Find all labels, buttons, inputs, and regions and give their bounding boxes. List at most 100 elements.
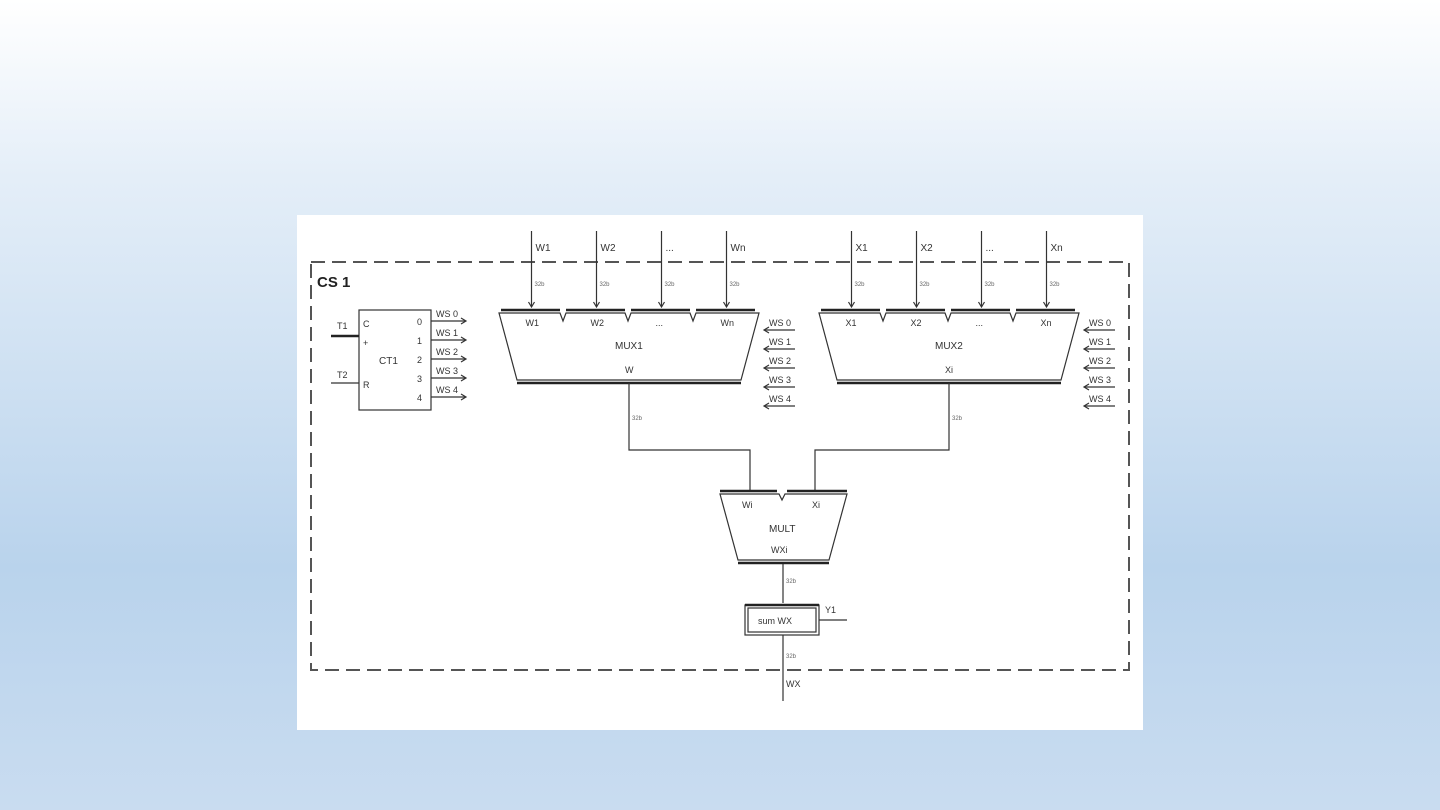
counter-ct1: CT1 C + R T1 T2 bbox=[331, 309, 432, 411]
mux1-select-arrow-1 bbox=[762, 345, 770, 353]
mux1-input-width-3: 32b bbox=[730, 282, 741, 288]
counter-output-signal-4: WS 4 bbox=[436, 385, 458, 395]
mux1-slot-label-2: ... bbox=[656, 318, 664, 328]
counter-output-signal-1: WS 1 bbox=[436, 328, 458, 338]
cs1-frame bbox=[310, 261, 1130, 671]
counter-input-plus: + bbox=[363, 338, 368, 348]
mux2-select-arrow-3 bbox=[1082, 383, 1090, 391]
mux2-slot-label-0: X1 bbox=[846, 318, 857, 328]
mux1-select-arrow-2 bbox=[762, 364, 770, 372]
mult-in-b: Xi bbox=[812, 500, 820, 510]
counter-output-signal-2: WS 2 bbox=[436, 347, 458, 357]
counter-name: CT1 bbox=[379, 356, 398, 367]
mux2-shape bbox=[818, 312, 1080, 381]
mux2-input-width-0: 32b bbox=[855, 282, 866, 288]
counter-output-0: 0 bbox=[417, 317, 422, 327]
bus-width-mux1-out: 32b bbox=[632, 416, 643, 422]
wire-mux2-to-mult bbox=[814, 383, 950, 490]
mux2-select-label-4: WS 4 bbox=[1089, 394, 1111, 404]
acc-control-label: Y1 bbox=[825, 605, 836, 615]
mux1-select-arrow-3 bbox=[762, 383, 770, 391]
mux1-input-label-0: W1 bbox=[536, 243, 551, 254]
mux2-input-width-2: 32b bbox=[985, 282, 996, 288]
reset-label: T2 bbox=[337, 370, 348, 380]
mux1-input-arrow-2 bbox=[657, 301, 666, 309]
mux1-output-label: W bbox=[625, 365, 634, 375]
mux1-input-arrow-1 bbox=[592, 301, 601, 309]
mux1-name: MUX1 bbox=[615, 341, 643, 352]
clk-label: T1 bbox=[337, 321, 348, 331]
counter-output-arrow-2 bbox=[460, 355, 468, 363]
mux2-slot-label-1: X2 bbox=[911, 318, 922, 328]
mux1-select-label-4: WS 4 bbox=[769, 394, 791, 404]
counter-output-arrow-3 bbox=[460, 374, 468, 382]
frame-label: CS 1 bbox=[317, 274, 350, 291]
mux2-input-arrow-0 bbox=[847, 301, 856, 309]
counter-output-arrow-4 bbox=[460, 393, 468, 401]
mux1-select-arrow-0 bbox=[762, 326, 770, 334]
mux2-output-label: Xi bbox=[945, 365, 953, 375]
mux1-slot-label-3: Wn bbox=[721, 318, 735, 328]
mux1-input-label-2: ... bbox=[666, 243, 674, 254]
mux1-select-arrow-4 bbox=[762, 402, 770, 410]
mux1-select-label-3: WS 3 bbox=[769, 375, 791, 385]
mux1-input-width-0: 32b bbox=[535, 282, 546, 288]
acc-name: sum WX bbox=[758, 616, 792, 626]
mux2-select-arrow-0 bbox=[1082, 326, 1090, 334]
mux1-input-arrow-0 bbox=[527, 301, 536, 309]
mux2-select-arrow-1 bbox=[1082, 345, 1090, 353]
bus-width-mult-out: 32b bbox=[786, 579, 797, 585]
multiplier: Wi Xi MULT WXi bbox=[719, 489, 848, 565]
acc-output-label: WX bbox=[786, 679, 801, 689]
mux1-shape bbox=[498, 312, 760, 381]
mux2-input-label-1: X2 bbox=[921, 243, 934, 254]
mux2-select-label-3: WS 3 bbox=[1089, 375, 1111, 385]
counter-output-signal-3: WS 3 bbox=[436, 366, 458, 376]
counter-box bbox=[358, 309, 432, 411]
counter-output-4: 4 bbox=[417, 393, 422, 403]
mux2-input-label-3: Xn bbox=[1051, 243, 1063, 254]
accumulator: sum WX Y1 32b WX bbox=[744, 603, 847, 701]
mux1-slot-label-1: W2 bbox=[591, 318, 605, 328]
mux2-select-label-2: WS 2 bbox=[1089, 356, 1111, 366]
mux2-select-label-1: WS 1 bbox=[1089, 337, 1111, 347]
mux1-input-label-1: W2 bbox=[601, 243, 616, 254]
mult-output: WXi bbox=[771, 545, 788, 555]
mux1-input-label-3: Wn bbox=[731, 243, 746, 254]
bus-width-acc-out: 32b bbox=[786, 654, 797, 660]
mux1-slot-label-0: W1 bbox=[526, 318, 540, 328]
mux1-select-label-1: WS 1 bbox=[769, 337, 791, 347]
counter-output-signal-0: WS 0 bbox=[436, 309, 458, 319]
counter-output-1: 1 bbox=[417, 336, 422, 346]
mux1-input-width-1: 32b bbox=[600, 282, 611, 288]
mux2-input-width-3: 32b bbox=[1050, 282, 1061, 288]
counter-output-arrow-1 bbox=[460, 336, 468, 344]
wire-mux1-to-mult bbox=[628, 383, 751, 490]
counter-output-arrow-0 bbox=[460, 317, 468, 325]
mux2-name: MUX2 bbox=[935, 341, 963, 352]
counter-input-c: C bbox=[363, 319, 370, 329]
mux1-input-width-2: 32b bbox=[665, 282, 676, 288]
mux2-input-width-1: 32b bbox=[920, 282, 931, 288]
mux1-select-label-2: WS 2 bbox=[769, 356, 791, 366]
acc-inner bbox=[747, 607, 817, 633]
mult-shape bbox=[719, 493, 848, 561]
bus-width-mux2-out: 32b bbox=[952, 416, 963, 422]
mux2-input-label-2: ... bbox=[986, 243, 994, 254]
mux1-input-arrow-3 bbox=[722, 301, 731, 309]
mult-name: MULT bbox=[769, 524, 795, 535]
mux2-select-arrow-4 bbox=[1082, 402, 1090, 410]
mux2-input-arrow-1 bbox=[912, 301, 921, 309]
counter-output-3: 3 bbox=[417, 374, 422, 384]
mux2-select-label-0: WS 0 bbox=[1089, 318, 1111, 328]
mux2-input-arrow-2 bbox=[977, 301, 986, 309]
mux2-slot-label-2: ... bbox=[976, 318, 984, 328]
mux1-select-label-0: WS 0 bbox=[769, 318, 791, 328]
counter-input-r: R bbox=[363, 380, 370, 390]
